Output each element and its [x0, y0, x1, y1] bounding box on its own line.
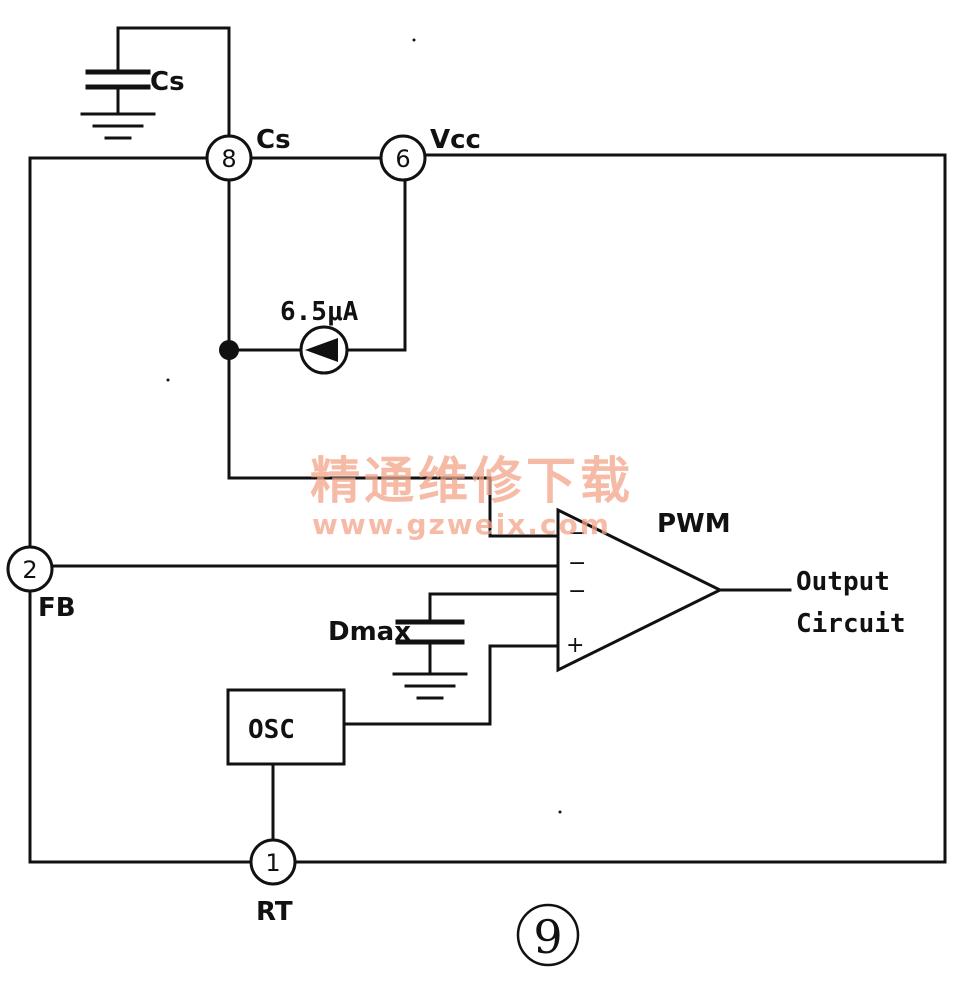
pin-6-number: 6: [395, 145, 410, 173]
ic-boundary: [28, 153, 947, 864]
dmax-ground-symbol: [392, 672, 468, 700]
watermark-url: www.gzweix.com: [312, 508, 611, 541]
comparator-input-sign: −: [568, 521, 586, 546]
osc-block: [226, 688, 346, 766]
figure-number-text: 9: [533, 910, 562, 964]
output-label-line1: Output: [796, 567, 890, 597]
pin-8-label: Cs: [256, 125, 291, 155]
osc-label: OSC: [248, 715, 295, 745]
cs-ground-symbol: [80, 112, 156, 140]
cs-capacitor: [85, 26, 231, 138]
figure-number: 9: [516, 903, 580, 967]
pin-2: 2: [6, 545, 54, 593]
output-label-line2: Circuit: [796, 609, 906, 639]
pwm-comparator: [556, 507, 724, 673]
speck: [166, 378, 170, 382]
comparator-input-sign: −: [568, 551, 586, 576]
speck: [558, 810, 562, 814]
pin-1: 1: [249, 838, 297, 886]
pin-2-label: FB: [38, 593, 76, 623]
cs-node-wiring: [227, 178, 560, 538]
current-source-label: 6.5μA: [280, 297, 359, 327]
pin-8-number: 8: [221, 145, 236, 173]
pin-1-number: 1: [265, 849, 280, 877]
current-source: [299, 325, 349, 375]
pin-6: 6: [379, 134, 427, 182]
cs-capacitor-label: Cs: [150, 67, 185, 97]
pin-1-label: RT: [256, 897, 293, 927]
dmax-capacitor: [395, 592, 560, 674]
pin-8: 8: [205, 134, 253, 182]
speck: [412, 38, 416, 42]
pin-2-number: 2: [22, 556, 37, 584]
pin-6-label: Vcc: [430, 125, 481, 155]
comparator-input-sign: +: [566, 633, 584, 658]
comparator-input-sign: −: [568, 579, 586, 604]
pwm-label: PWM: [657, 509, 731, 539]
watermark-chinese: 精通维修下载: [310, 452, 634, 510]
dmax-capacitor-label: Dmax: [328, 617, 411, 647]
junction-dot: [219, 340, 239, 360]
